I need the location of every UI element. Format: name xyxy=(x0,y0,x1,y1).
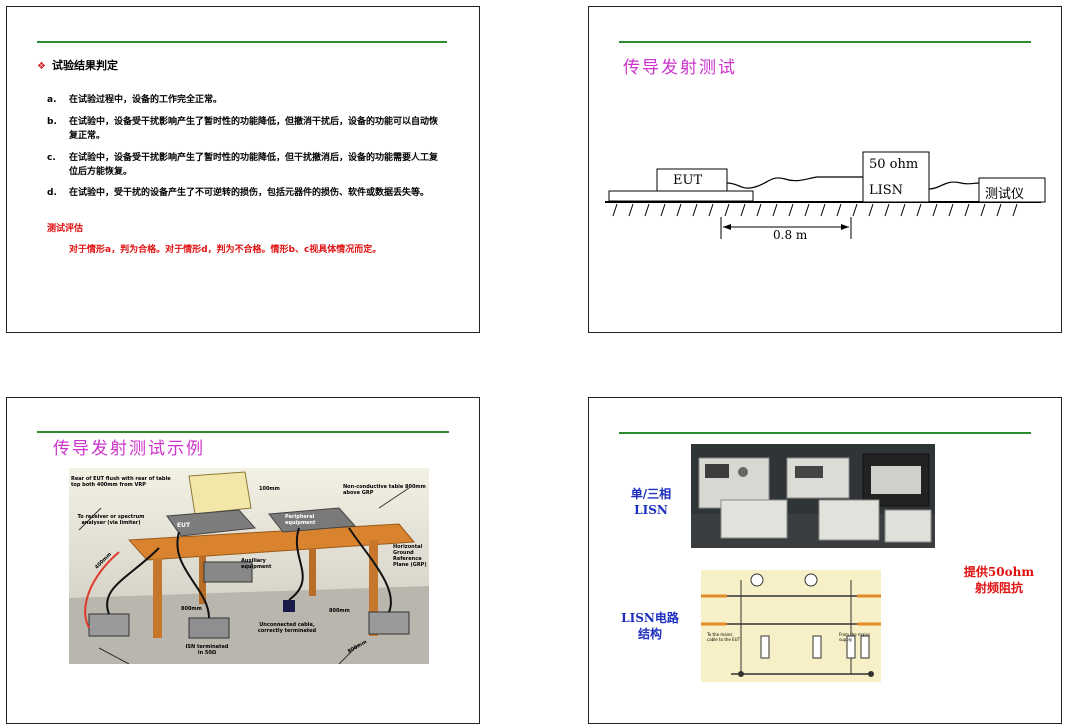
label-auxiliary: Auxiliary equipment xyxy=(241,558,272,570)
label-800mm: 800mm xyxy=(329,608,350,614)
terminator xyxy=(283,600,295,612)
evaluation-title: 测试评估 xyxy=(47,224,84,234)
instrument-label: 测试仪 xyxy=(985,187,1025,202)
lisn-box xyxy=(368,611,410,635)
table-leg xyxy=(153,558,162,638)
label-rear-of-eut: Rear of EUT flush with rear of table top… xyxy=(71,476,171,488)
pointer xyxy=(378,487,410,509)
arrow-right-icon xyxy=(841,224,849,230)
circuit-note-right: From the mains supply xyxy=(839,632,871,642)
slide-title: 传导发射测试示例 xyxy=(53,439,205,459)
label-line: 结构 xyxy=(637,627,662,641)
lisn-circuit-label: LISN电路 结构 xyxy=(615,610,685,642)
table-leg xyxy=(369,540,378,636)
diagram-background xyxy=(701,570,881,682)
label-peripheral: Peripheral equipment xyxy=(285,514,316,526)
cable xyxy=(84,551,120,629)
cable xyxy=(726,176,865,189)
evaluation-body: 对于情形a，判为合格。对于情形d，判为不合格。情形b、c视具体情况而定。 xyxy=(69,245,382,255)
circuit-note-left: To the mains cable to the EUT xyxy=(707,632,741,642)
cable xyxy=(106,547,160,615)
lisn-box xyxy=(88,613,130,637)
table-leg xyxy=(199,556,206,604)
eut-base xyxy=(166,509,257,537)
pointer xyxy=(338,643,360,664)
resistor xyxy=(860,635,870,659)
test-setup-photo xyxy=(69,468,429,664)
label-unconnected-cable: Unconnected cable, correctly terminated xyxy=(257,622,317,634)
label-line: 射频阻抗 xyxy=(974,581,1023,595)
lisn-type-label: 单/三相 LISN xyxy=(619,486,683,518)
item-text: 在试验中，设备受干扰影响产生了暂时性的功能降低，但干扰撤消后，设备的功能需要人工… xyxy=(69,153,439,177)
pointer xyxy=(98,647,130,664)
item-text: 在试验中，受干扰的设备产生了不可逆转的损伤，包括元器件的损伤、软件或数据丢失等。 xyxy=(69,188,430,198)
lisn-equipment-photo xyxy=(691,444,935,548)
label-line: 提供50ohm xyxy=(963,565,1035,579)
eut-label: EUT xyxy=(673,173,703,188)
slide-conducted-emission-example[interactable]: 传导发射测试示例 xyxy=(6,397,480,724)
cable xyxy=(348,527,392,613)
section-heading: ❖ 试验结果判定 xyxy=(37,57,118,73)
ground-hatching xyxy=(612,203,1018,217)
label-non-conductive-table: Non-conductive table 800mm above GRP xyxy=(343,484,426,496)
eut-box xyxy=(188,471,252,515)
green-rule xyxy=(37,431,449,433)
label-isn: ISN terminated in 50Ω xyxy=(185,644,229,656)
slide-lisn[interactable]: To the mains cable to the EUT From the m… xyxy=(588,397,1062,724)
impedance-label: 提供50ohm 射频阻抗 xyxy=(957,564,1041,596)
green-rule xyxy=(619,432,1031,434)
item-key: a. xyxy=(47,95,57,105)
lisn-unit xyxy=(720,499,788,539)
auxiliary-box xyxy=(203,561,253,583)
lisn-circuit-diagram xyxy=(701,570,881,682)
peripheral-box xyxy=(268,507,357,533)
resistor xyxy=(846,635,856,659)
green-rule xyxy=(619,41,1031,43)
list-item: d. 在试验中，受干扰的设备产生了不可逆转的损伤，包括元器件的损伤、软件或数据丢失… xyxy=(47,186,441,200)
resistor xyxy=(760,635,770,659)
lisn-label-line2: LISN xyxy=(869,183,904,198)
test-setup-diagram xyxy=(605,151,1046,239)
meter-icon xyxy=(750,573,764,587)
diamond-bullet-icon: ❖ xyxy=(37,61,46,72)
label-line: LISN电路 xyxy=(621,611,679,625)
lisn-label-line1: 50 ohm xyxy=(869,157,919,172)
label-800mm: 800mm xyxy=(181,606,202,612)
item-key: b. xyxy=(47,117,57,127)
lisn-unit xyxy=(818,499,880,541)
item-key: d. xyxy=(47,188,57,198)
eut-box xyxy=(656,168,728,192)
label-receiver: To receiver or spectrum analyser (via li… xyxy=(77,514,145,526)
arrow-left-icon xyxy=(723,224,731,230)
list-item: c. 在试验中，设备受干扰影响产生了暂时性的功能降低，但干扰撤消后，设备的功能需要… xyxy=(47,151,441,179)
list-item: a. 在试验过程中，设备的工作完全正常。 xyxy=(47,93,441,107)
item-text: 在试验中，设备受干扰影响产生了暂时性的功能降低，但撤消干扰后，设备的功能可以自动… xyxy=(69,117,439,141)
green-rule xyxy=(37,41,447,43)
item-text: 在试验过程中，设备的工作完全正常。 xyxy=(69,95,223,105)
slide-result-judgement[interactable]: ❖ 试验结果判定 a. 在试验过程中，设备的工作完全正常。 b. 在试验中，设备受干扰… xyxy=(6,6,480,333)
label-100mm: 100mm xyxy=(259,486,280,492)
cable xyxy=(176,531,210,619)
label-line: 单/三相 xyxy=(630,487,672,501)
label-horizontal-grp: Horizontal Ground Reference Plane (GRP) xyxy=(393,544,427,568)
item-key: c. xyxy=(47,153,56,163)
pointer xyxy=(78,507,102,531)
isn-box xyxy=(188,617,230,639)
lisn-unit xyxy=(884,509,932,543)
distance-label: 0.8 m xyxy=(773,228,808,242)
cable xyxy=(928,181,980,190)
label-eut: EUT xyxy=(177,522,191,529)
cable xyxy=(288,527,304,601)
lisn-box xyxy=(862,151,930,203)
list-item: b. 在试验中，设备受干扰影响产生了暂时性的功能降低，但撤消干扰后，设备的功能可以… xyxy=(47,115,441,143)
instrument-box xyxy=(978,177,1046,203)
label-line: LISN xyxy=(634,503,668,517)
table-top xyxy=(608,190,754,202)
table-leg xyxy=(309,548,316,596)
meter-icon xyxy=(804,573,818,587)
slide-title: 传导发射测试 xyxy=(623,58,737,78)
resistor xyxy=(812,635,822,659)
heading-text: 试验结果判定 xyxy=(51,59,118,72)
slide-conducted-emission-test[interactable]: 传导发射测试 xyxy=(588,6,1062,333)
